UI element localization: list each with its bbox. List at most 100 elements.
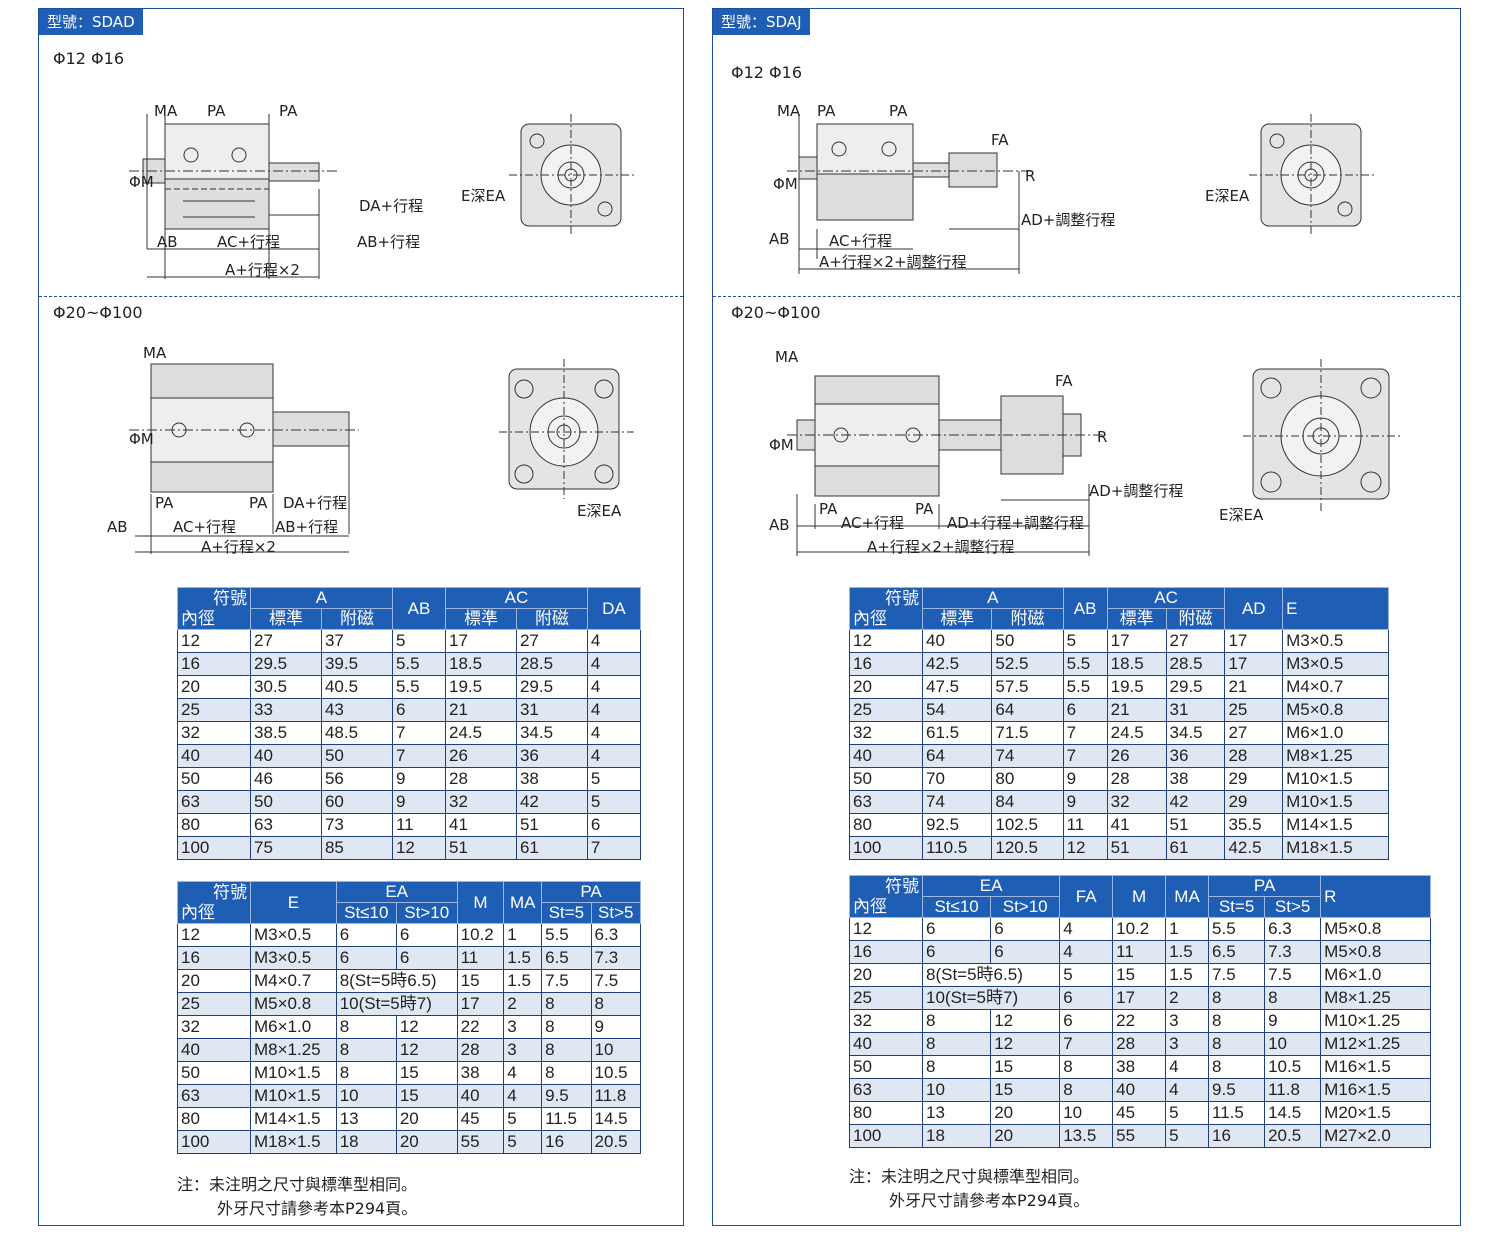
table-cell: 6 xyxy=(921,940,992,964)
table-cell: 3 xyxy=(1165,1009,1210,1033)
table-cell: 29.5 xyxy=(1165,675,1226,699)
table-cell: 29.5 xyxy=(515,675,588,699)
table-cell: 13 xyxy=(921,1101,992,1125)
table-cell: 15 xyxy=(990,1078,1061,1102)
table-cell: 27 xyxy=(1165,629,1226,653)
table-cell: 40 xyxy=(177,1038,251,1062)
table-cell: 29 xyxy=(1224,790,1284,814)
table-cell: 27 xyxy=(250,629,322,653)
table-cell: M8×1.25 xyxy=(1320,986,1431,1010)
table-cell: M5×0.8 xyxy=(1320,917,1431,941)
table-cell: 13 xyxy=(335,1107,397,1131)
table-cell: 9 xyxy=(391,790,446,814)
table-cell: 16 xyxy=(541,1130,592,1154)
table-cell: M6×1.0 xyxy=(1320,963,1431,987)
sdad-dimension-table-2: 符號內徑 E EA M MA PA St≤10 St>10 St=5 St>5 … xyxy=(177,881,642,1154)
table-cell: 32 xyxy=(849,1009,923,1033)
table-cell: 4 xyxy=(1059,940,1114,964)
table-cell: 22 xyxy=(456,1015,505,1039)
table-cell: 25 xyxy=(177,992,251,1016)
table-cell: 57.5 xyxy=(991,675,1064,699)
table-cell: 6 xyxy=(921,917,992,941)
table-cell: 25 xyxy=(177,698,251,722)
col-pa: PA xyxy=(541,881,641,903)
table-cell: 11.8 xyxy=(590,1084,642,1108)
table-cell: 2 xyxy=(503,992,543,1016)
table-cell: 100 xyxy=(177,836,251,860)
table-cell: 10.5 xyxy=(590,1061,642,1085)
table-cell: 50 xyxy=(177,1061,251,1085)
table-cell: 4 xyxy=(1165,1055,1210,1079)
table-cell: 8 xyxy=(541,1038,592,1062)
table-cell: 9 xyxy=(1062,790,1108,814)
table-cell: 5 xyxy=(1059,963,1114,987)
table-cell: 51 xyxy=(515,813,588,837)
col-ea: EA xyxy=(335,881,458,903)
table-cell: 5 xyxy=(503,1107,543,1131)
table-cell: 61 xyxy=(1165,836,1226,860)
table-cell: 63 xyxy=(177,1084,251,1108)
table-cell: 120.5 xyxy=(991,836,1064,860)
table-cell: 50 xyxy=(177,767,251,791)
table-cell: 20 xyxy=(395,1130,458,1154)
table-cell: 8(St=5時6.5) xyxy=(921,963,1061,987)
table-cell: 56 xyxy=(320,767,393,791)
table-cell: 3 xyxy=(503,1038,543,1062)
phim-label: ΦM xyxy=(129,430,154,448)
table-cell: M14×1.5 xyxy=(1282,813,1389,837)
table-cell: 10 xyxy=(1059,1101,1114,1125)
col-mag: 附磁 xyxy=(320,608,393,630)
table-cell: 12 xyxy=(849,917,923,941)
table-cell: 10 xyxy=(590,1038,642,1062)
table-cell: 64 xyxy=(921,744,993,768)
table-cell: 50 xyxy=(320,744,393,768)
table-cell: M6×1.0 xyxy=(1282,721,1389,745)
table-cell: 8 xyxy=(541,1015,592,1039)
table-cell: 31 xyxy=(515,698,588,722)
col-st-gt10: St>10 xyxy=(990,896,1061,918)
corner-header: 符號內徑 xyxy=(177,587,251,630)
table-cell: 35.5 xyxy=(1224,813,1284,837)
table-cell: 8 xyxy=(921,1009,992,1033)
table-cell: 11 xyxy=(391,813,446,837)
col-pa: PA xyxy=(1208,875,1322,897)
table-cell: 17 xyxy=(456,992,505,1016)
notes: 注：未注明之尺寸與標準型相同。 外牙尺寸請參考本P294頁。 xyxy=(177,1173,417,1221)
table-cell: 6 xyxy=(1059,1009,1114,1033)
table-cell: 61 xyxy=(515,836,588,860)
table-cell: 45 xyxy=(456,1107,505,1131)
ac-label: AC+行程 xyxy=(829,232,892,250)
table-cell: 8 xyxy=(1208,986,1266,1010)
table-cell: 29.5 xyxy=(250,652,322,676)
table-cell: 20 xyxy=(177,675,251,699)
table-cell: 51 xyxy=(1165,813,1226,837)
table-cell: 10(St=5時7) xyxy=(921,986,1061,1010)
table-cell: 19.5 xyxy=(444,675,517,699)
table-cell: 14.5 xyxy=(590,1107,642,1131)
table-cell: 28.5 xyxy=(515,652,588,676)
col-a: A xyxy=(250,587,393,609)
ma-label: MA xyxy=(154,102,178,120)
table-cell: 40 xyxy=(921,629,993,653)
table-cell: 8 xyxy=(921,1032,992,1056)
table-cell: 28 xyxy=(444,767,517,791)
table-cell: 8 xyxy=(1059,1055,1114,1079)
table-cell: 64 xyxy=(991,698,1064,722)
table-cell: 9.5 xyxy=(1208,1078,1266,1102)
table-cell: 5 xyxy=(1165,1124,1210,1148)
table-cell: 8 xyxy=(1059,1078,1114,1102)
table-cell: 80 xyxy=(849,1101,923,1125)
col-st-gt5: St>5 xyxy=(1264,896,1322,918)
col-ad: AD xyxy=(1224,587,1284,630)
